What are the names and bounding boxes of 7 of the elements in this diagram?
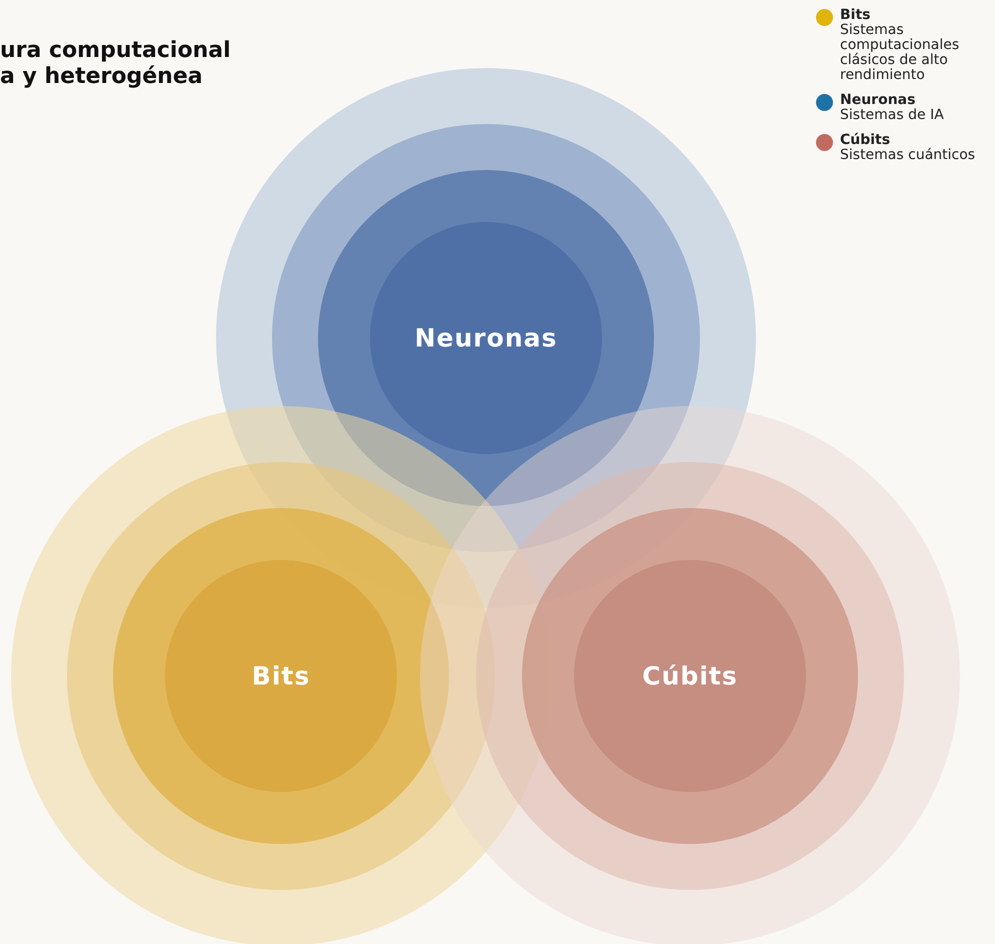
- legend-text: Cúbits Sistemas cuánticos: [840, 133, 976, 163]
- legend-text: Bits Sistemas computacionales clásicos de alto rendimiento: [840, 8, 960, 83]
- circle-label: Cúbits: [642, 662, 738, 690]
- legend-text: Neuronas Sistemas de IA: [840, 93, 945, 123]
- circle-label: Bits: [252, 662, 310, 690]
- circle-label: Neuronas: [414, 324, 558, 352]
- diagram-title: ura computacional a y heterogénea: [0, 38, 232, 90]
